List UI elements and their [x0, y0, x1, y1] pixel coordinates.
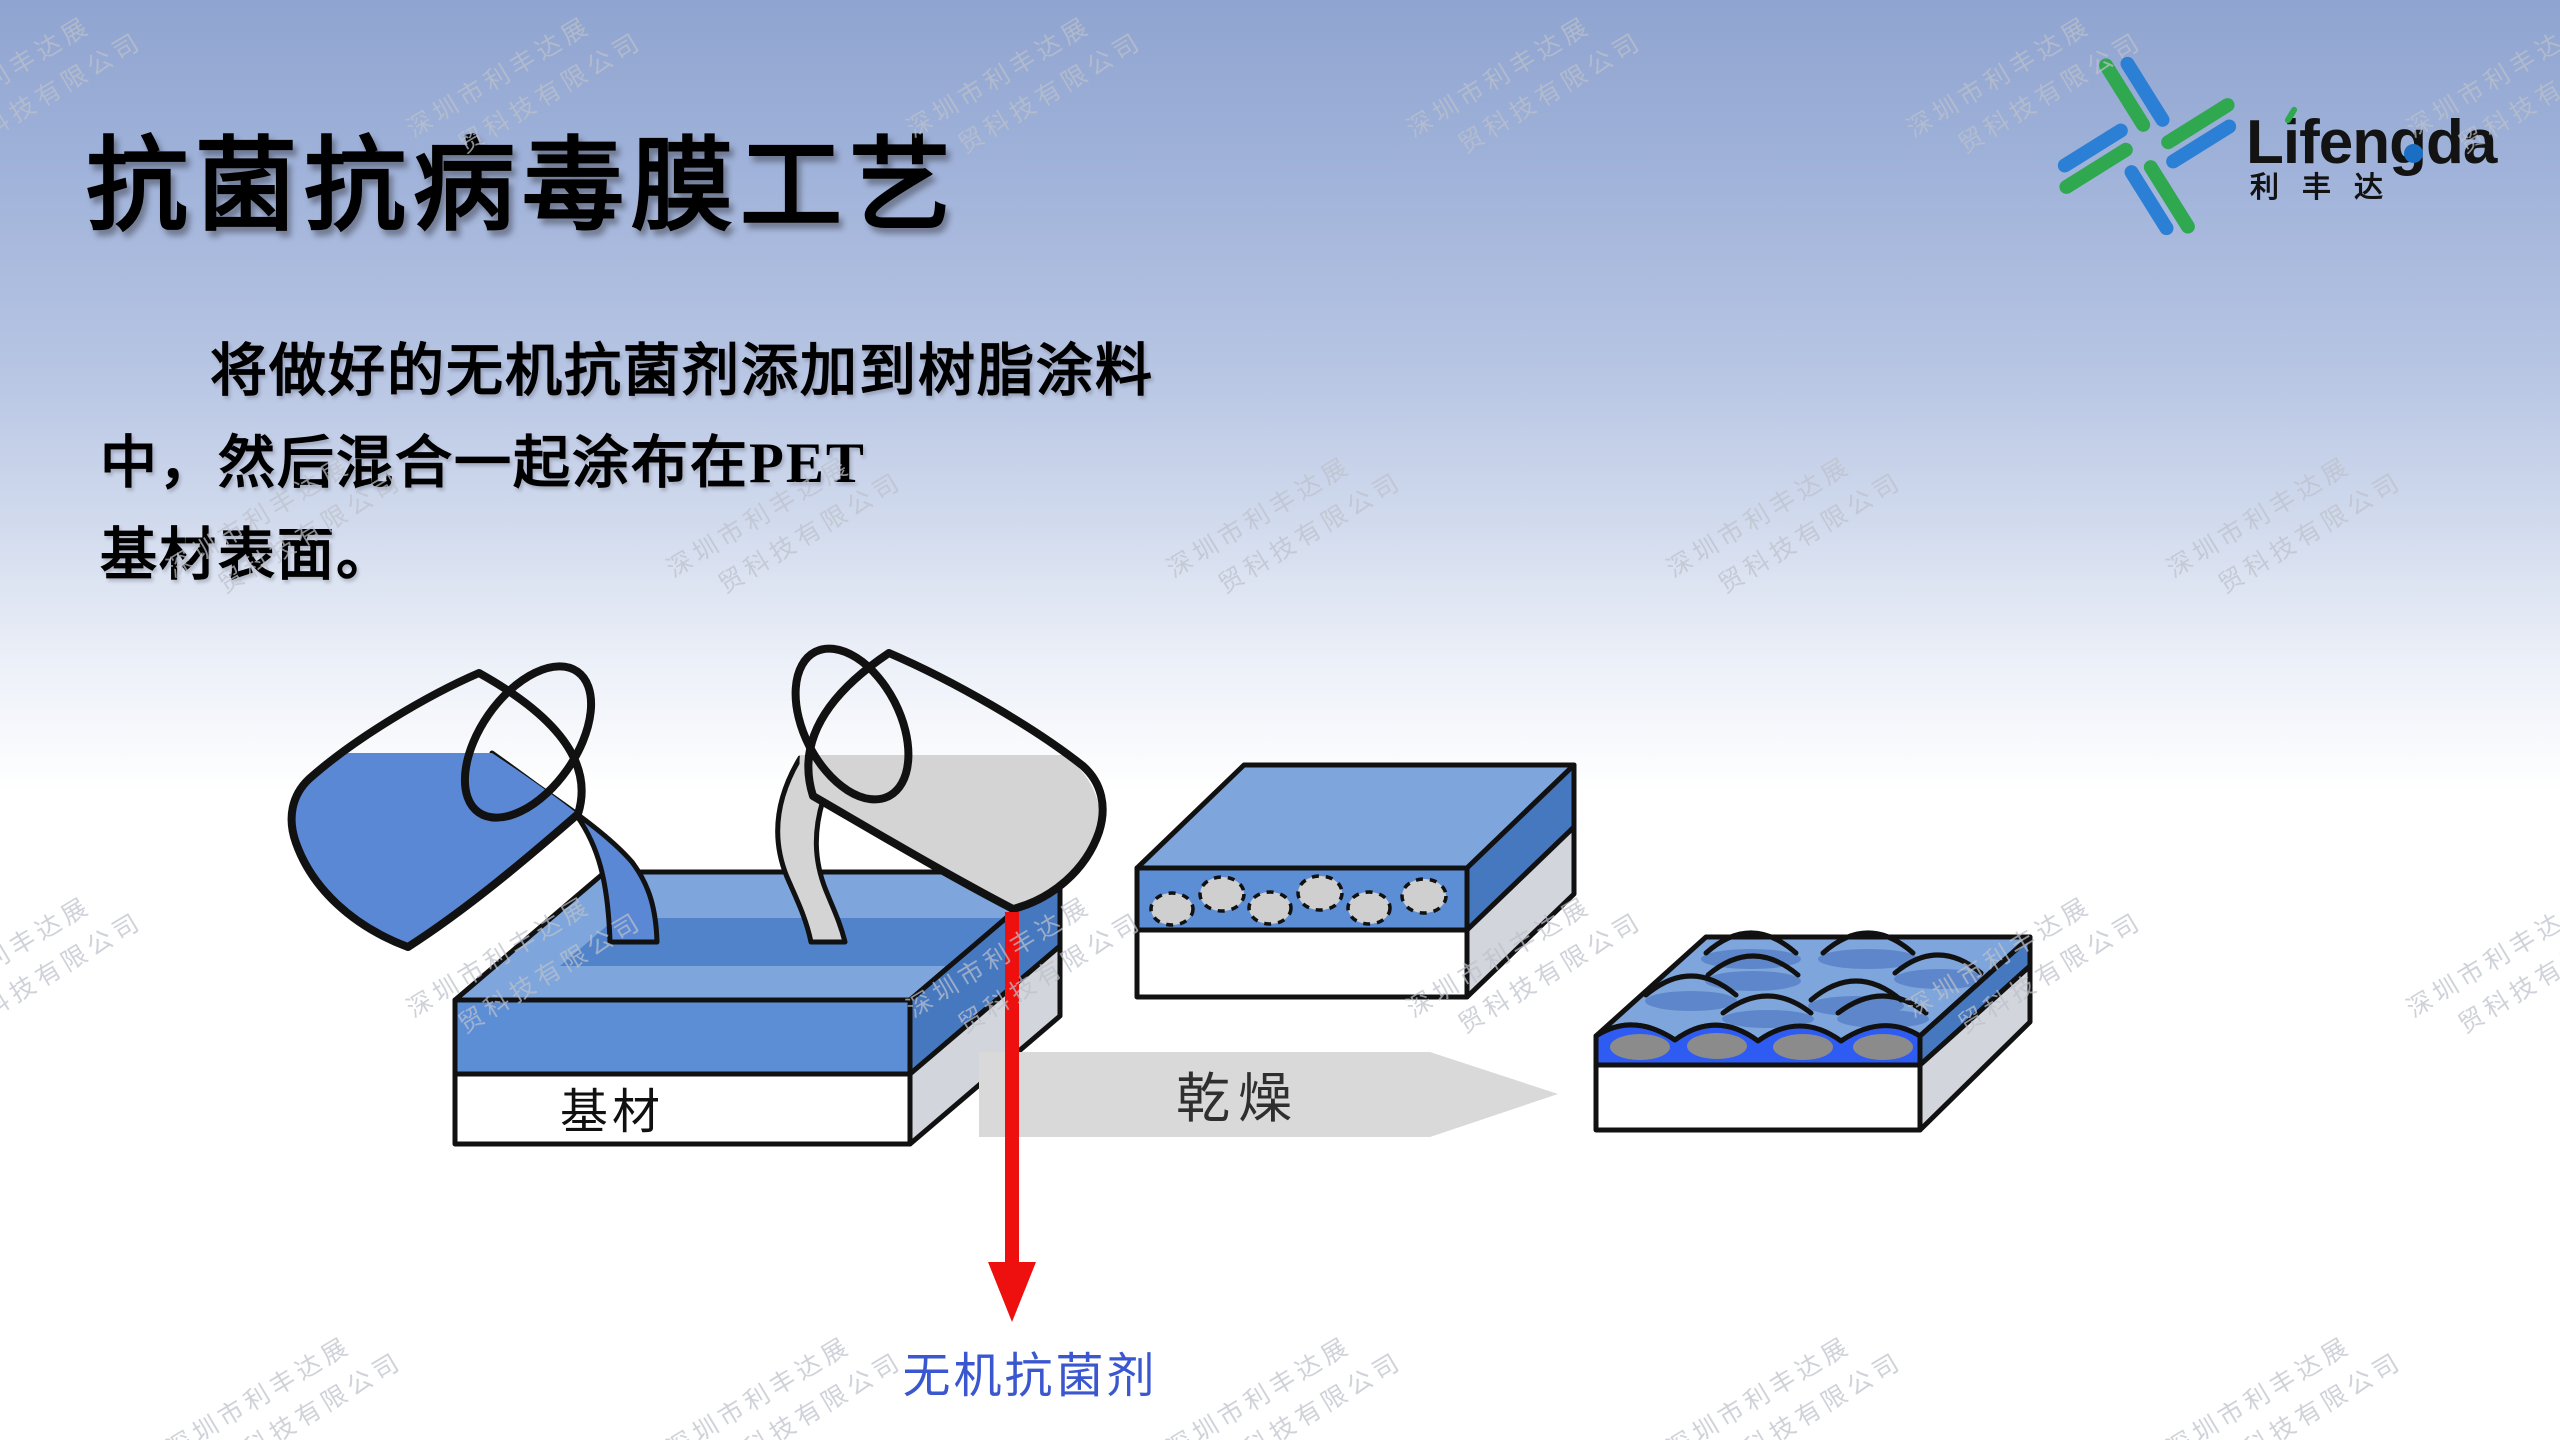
embedded-particles: [1610, 1033, 1913, 1060]
body-line-1: 将做好的无机抗菌剂添加到树脂涂料: [210, 340, 1154, 403]
body-line-3: 基材表面。: [100, 524, 395, 587]
substrate-label: 基材: [560, 1086, 664, 1139]
box-front-substrate: [452, 1071, 913, 1147]
cup-outline: [287, 669, 586, 951]
body-line-2: 中，然后混合一起涂布在PET: [100, 432, 866, 495]
gray-liquid-cup: [791, 644, 1107, 913]
box-front-substrate: [1134, 927, 1470, 1000]
box-side-substrate: [1917, 963, 2033, 1133]
drying-arrow: 乾燥: [979, 1052, 1558, 1137]
gray-liquid-fill: [799, 755, 1101, 909]
company-logo: Lifengda 利丰达: [2052, 48, 2512, 248]
blue-liquid-fill: [291, 753, 578, 947]
pinwheel-logo-icon: [2057, 56, 2237, 236]
cup-rim: [791, 644, 913, 804]
box-puddle: [560, 918, 1006, 966]
body-paragraph: 将做好的无机抗菌剂添加到树脂涂料 中，然后混合一起涂布在PET 基材表面。: [100, 326, 1154, 602]
particle-film-box: [1134, 762, 1577, 1000]
cup-rim: [460, 662, 596, 822]
box-front-substrate: [1593, 1062, 1923, 1133]
wet-coating-box: 基材: [452, 869, 1063, 1147]
agent-label: 无机抗菌剂: [902, 1350, 1157, 1403]
box-front-coating: [1593, 1022, 1923, 1068]
drying-label: 乾燥: [1176, 1069, 1300, 1129]
box-front-coating: [452, 997, 913, 1077]
surface-bumps: [1643, 930, 1986, 1028]
logo-cjk-name: 利丰达: [2250, 172, 2407, 204]
logo-g-dot-icon: [2404, 144, 2423, 163]
blue-liquid-cup: [287, 662, 596, 951]
cup-outline: [804, 649, 1107, 913]
drying-arrow-shape: [979, 1052, 1558, 1137]
page-title: 抗菌抗病毒膜工艺: [86, 131, 958, 244]
dispersed-particles: [1149, 874, 1448, 927]
box-side-substrate: [1464, 824, 1577, 1000]
agent-pointer: 无机抗菌剂: [902, 912, 1157, 1403]
red-arrow-head: [988, 1262, 1036, 1322]
dried-film-box: [1593, 930, 2033, 1133]
